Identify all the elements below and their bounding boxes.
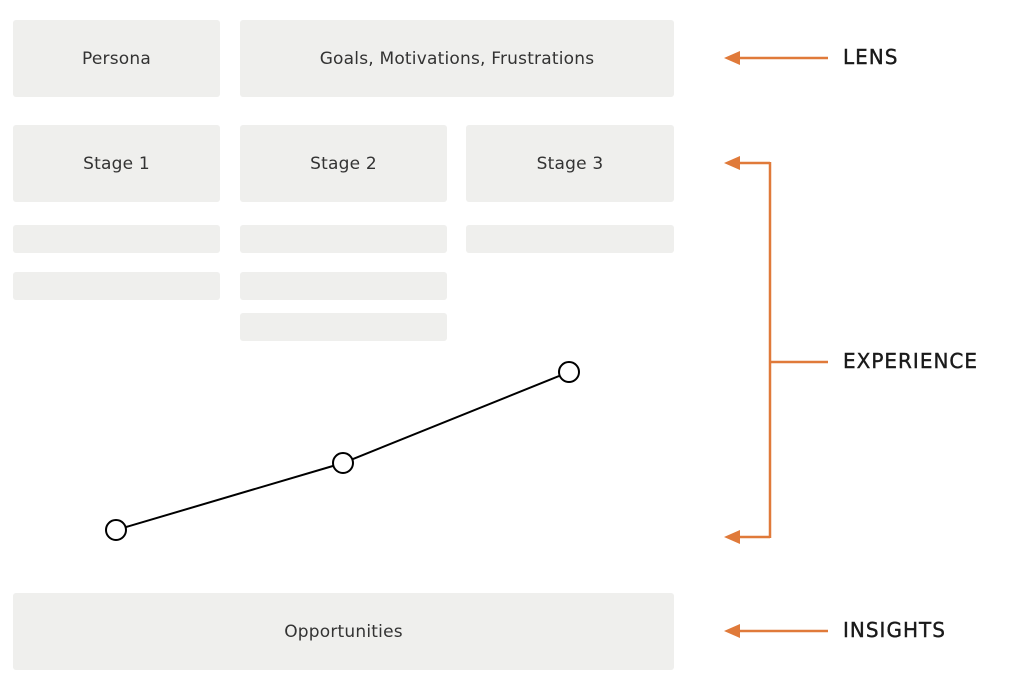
lens-arrow — [724, 51, 828, 65]
stage-2-placeholder-bar — [240, 272, 447, 300]
experience-point-stage-3 — [558, 361, 580, 383]
stage-3-label: Stage 3 — [536, 153, 604, 174]
experience-line — [115, 371, 570, 531]
stage-1-label: Stage 1 — [83, 153, 150, 174]
experience-point-stage-1 — [105, 519, 127, 541]
lens-label: LENS — [843, 45, 899, 69]
stage-2-label: Stage 2 — [310, 153, 377, 174]
opportunities-label: Opportunities — [284, 621, 403, 642]
experience-bracket — [724, 156, 828, 544]
goals-box: Goals, Motivations, Frustrations — [240, 20, 674, 97]
insights-arrow — [724, 624, 828, 638]
stage-3-placeholder-bar — [466, 225, 674, 253]
experience-point-stage-2 — [332, 452, 354, 474]
stage-1-box: Stage 1 — [13, 125, 220, 202]
stage-2-placeholder-bar — [240, 225, 447, 253]
stage-1-placeholder-bar — [13, 272, 220, 300]
stage-1-placeholder-bar — [13, 225, 220, 253]
stage-3-box: Stage 3 — [466, 125, 674, 202]
insights-label: INSIGHTS — [843, 618, 946, 642]
persona-box: Persona — [13, 20, 220, 97]
goals-label: Goals, Motivations, Frustrations — [319, 48, 595, 69]
stage-2-placeholder-bar — [240, 313, 447, 341]
persona-label: Persona — [82, 48, 151, 69]
opportunities-box: Opportunities — [13, 593, 674, 670]
experience-label: EXPERIENCE — [843, 349, 979, 373]
stage-2-box: Stage 2 — [240, 125, 447, 202]
